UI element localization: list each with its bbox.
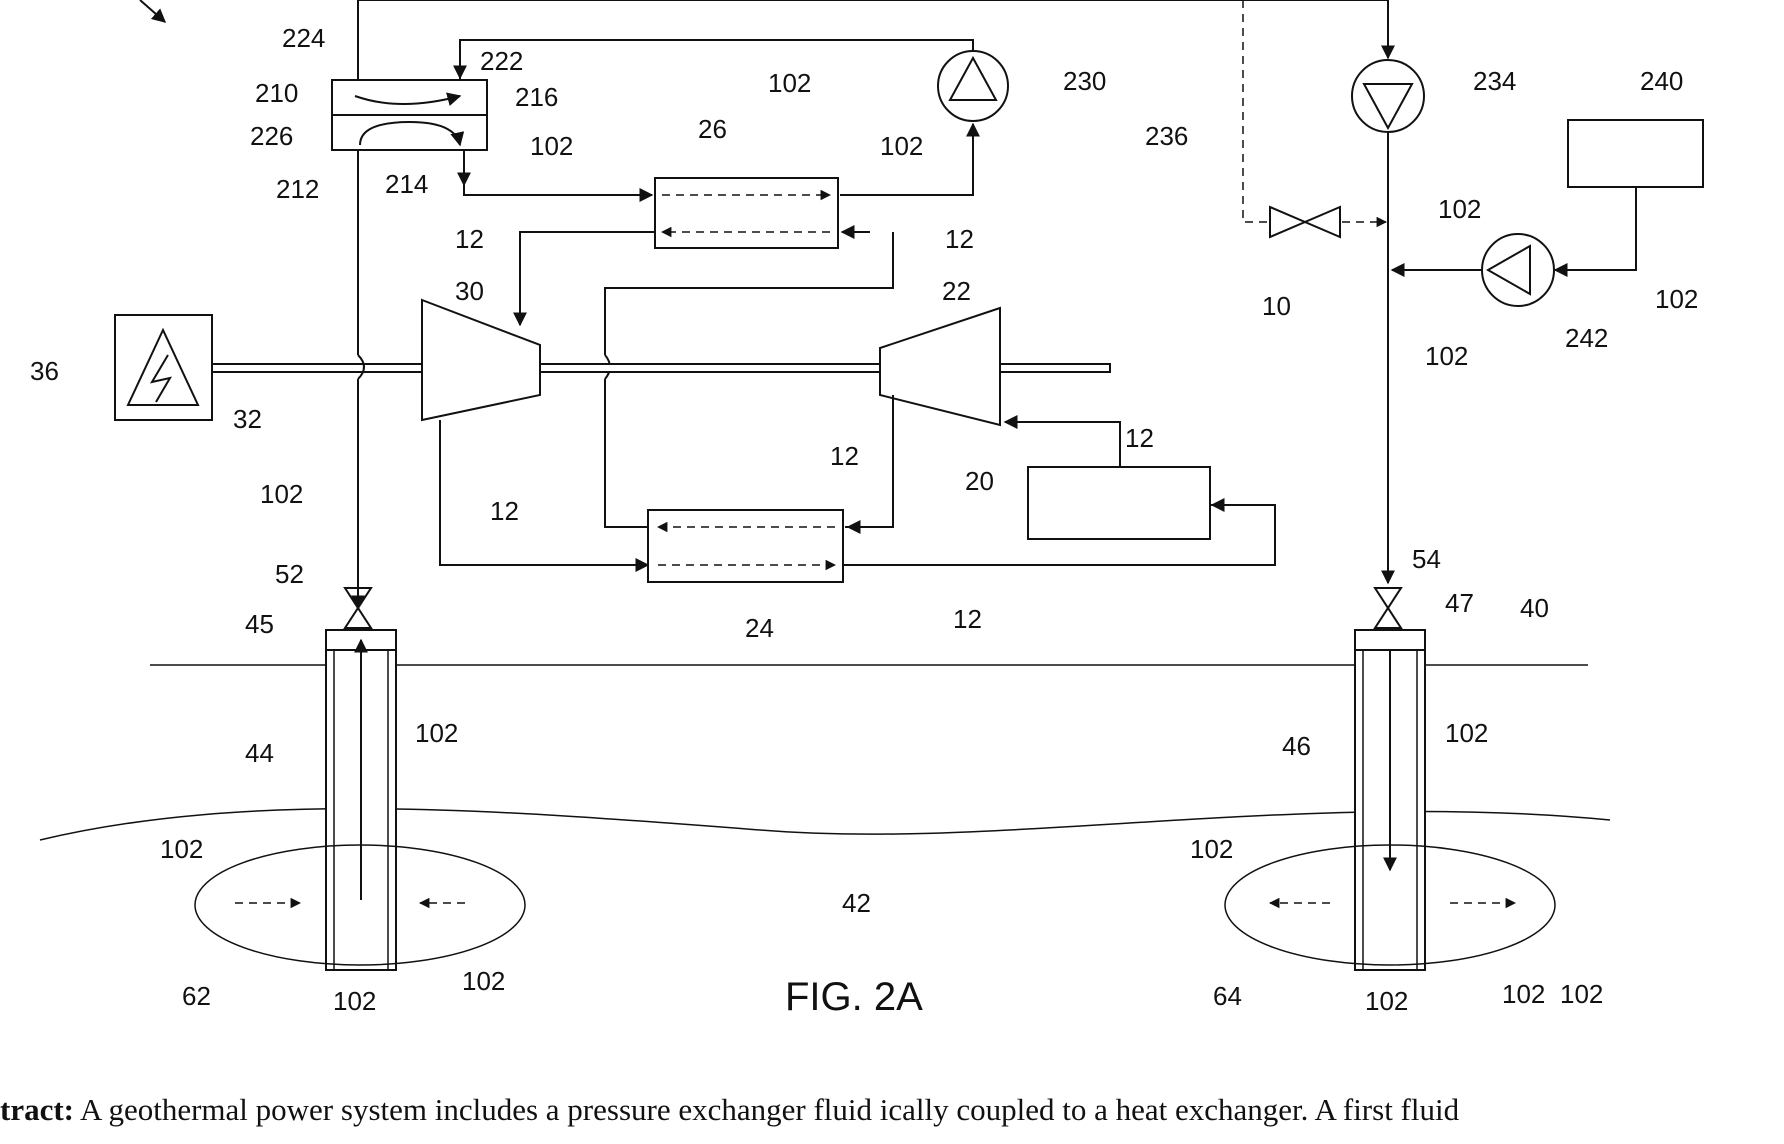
label-47: 47 <box>1445 588 1474 618</box>
heater-20 <box>1028 467 1210 539</box>
label-102-well44: 102 <box>415 718 458 748</box>
label-22: 22 <box>942 276 971 306</box>
label-102-left: 102 <box>260 479 303 509</box>
label-36: 36 <box>30 356 59 386</box>
label-102-zone62-left: 102 <box>160 834 203 864</box>
label-214: 214 <box>385 169 428 199</box>
label-102-well46: 102 <box>1445 718 1488 748</box>
valve-52-bottom <box>345 608 371 628</box>
label-102-hx26-left: 102 <box>530 131 573 161</box>
label-62: 62 <box>182 981 211 1011</box>
patent-figure-2a: 224 222 210 216 226 212 214 102 102 102 … <box>0 0 1784 1040</box>
bypass-236 <box>1243 0 1268 222</box>
pump-234 <box>1352 60 1424 132</box>
label-102-zone62-right: 102 <box>462 966 505 996</box>
label-102-zone64-right: 102 <box>1502 979 1545 1009</box>
compressor-30 <box>422 300 540 420</box>
abstract-line-1: A geothermal power system includes a pre… <box>74 1092 1459 1127</box>
label-102-well46-bottom: 102 <box>1365 986 1408 1016</box>
turbine-22 <box>880 308 1000 425</box>
label-210: 210 <box>255 78 298 108</box>
label-52: 52 <box>275 559 304 589</box>
label-216: 216 <box>515 82 558 112</box>
label-54: 54 <box>1412 544 1441 574</box>
label-42: 42 <box>842 888 871 918</box>
loop12-heater-to-turbine <box>1005 422 1120 467</box>
figure-caption: FIG. 2A <box>785 975 923 1019</box>
label-24: 24 <box>745 613 774 643</box>
label-230: 230 <box>1063 66 1106 96</box>
wellhead-47 <box>1355 630 1425 650</box>
loop12-hx26-return <box>605 232 893 355</box>
label-102-zone64-outer: 102 <box>1560 979 1603 1009</box>
label-12-e: 12 <box>490 496 519 526</box>
label-102-hx26-right: 102 <box>880 131 923 161</box>
label-12-c: 12 <box>1125 423 1154 453</box>
loop12-hx26-to-turbine <box>520 232 655 320</box>
label-102-zone64-left: 102 <box>1190 834 1233 864</box>
label-12-b: 12 <box>945 224 974 254</box>
label-12-a: 12 <box>455 224 484 254</box>
pump-230 <box>938 51 1008 121</box>
label-12-f: 12 <box>953 604 982 634</box>
tank-240 <box>1568 120 1703 187</box>
loop12-compressor-to-hx24 <box>440 420 650 565</box>
bypass-valve-left <box>1270 207 1305 237</box>
label-102-240: 102 <box>1655 284 1698 314</box>
label-102-right-mid: 102 <box>1425 341 1468 371</box>
valve-54-bottom <box>1375 608 1401 628</box>
label-102-well44-bottom: 102 <box>333 986 376 1016</box>
loop12-to-hx24 <box>605 379 650 527</box>
corner-arrow <box>140 0 165 22</box>
heat-exchanger-26 <box>655 178 838 248</box>
label-236: 236 <box>1145 121 1188 151</box>
label-10: 10 <box>1262 291 1291 321</box>
label-12-d: 12 <box>830 441 859 471</box>
label-20: 20 <box>965 466 994 496</box>
line-240-to-242 <box>1555 187 1636 270</box>
label-44: 44 <box>245 738 274 768</box>
label-222: 222 <box>480 46 523 76</box>
label-45: 45 <box>245 609 274 639</box>
label-226: 226 <box>250 121 293 151</box>
bypass-valve-right <box>1305 207 1340 237</box>
abstract-heading: tract: <box>0 1092 74 1127</box>
line-to-pump-230 <box>460 40 973 80</box>
pump-242 <box>1482 234 1554 306</box>
valve-54-top <box>1375 588 1401 608</box>
label-46: 46 <box>1282 731 1311 761</box>
label-40: 40 <box>1520 593 1549 623</box>
label-224: 224 <box>282 23 325 53</box>
label-64: 64 <box>1213 981 1242 1011</box>
label-32: 32 <box>233 404 262 434</box>
abstract-text: tract: A geothermal power system include… <box>0 1088 1784 1132</box>
heat-exchanger-24 <box>648 510 843 582</box>
label-30: 30 <box>455 276 484 306</box>
label-212: 212 <box>276 174 319 204</box>
label-102-top: 102 <box>768 68 811 98</box>
label-26: 26 <box>698 114 727 144</box>
label-102-242: 102 <box>1438 194 1481 224</box>
label-240: 240 <box>1640 66 1683 96</box>
label-242: 242 <box>1565 323 1608 353</box>
label-234: 234 <box>1473 66 1516 96</box>
